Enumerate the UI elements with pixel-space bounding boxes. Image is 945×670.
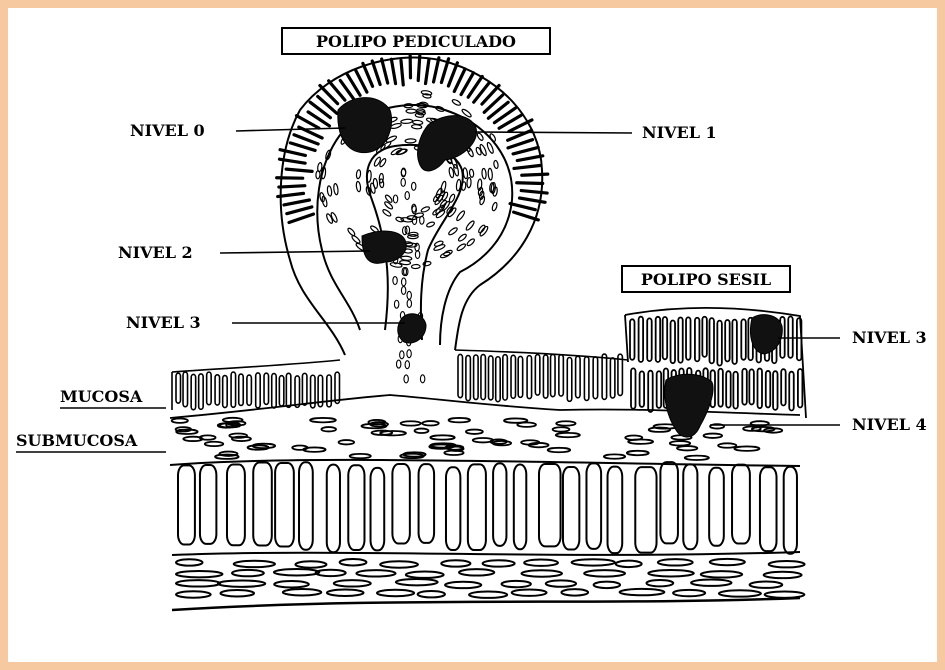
tumor-nivel-0 bbox=[338, 98, 392, 153]
polyp-diagram: POLIPO PEDICULADO POLIPO SESIL NIVEL 0 N… bbox=[8, 8, 937, 662]
label-nivel-1: NIVEL 1 bbox=[642, 123, 717, 142]
label-nivel-3-sessile: NIVEL 3 bbox=[852, 328, 927, 347]
title-pedunculated-box: POLIPO PEDICULADO bbox=[282, 28, 550, 54]
label-submucosa: SUBMUCOSA bbox=[16, 431, 138, 450]
tumor-nivel-1 bbox=[418, 116, 477, 171]
flat-mucosa bbox=[172, 350, 628, 410]
tumor-nivel-3-sessile bbox=[751, 315, 783, 354]
title-sessile: POLIPO SESIL bbox=[641, 270, 771, 289]
label-nivel-3-pedunculated: NIVEL 3 bbox=[126, 313, 201, 332]
label-mucosa: MUCOSA bbox=[60, 387, 143, 406]
diagram-canvas: POLIPO PEDICULADO POLIPO SESIL NIVEL 0 N… bbox=[8, 8, 937, 662]
leader-nivel-1 bbox=[475, 132, 632, 133]
label-nivel-0: NIVEL 0 bbox=[130, 121, 205, 140]
title-sessile-box: POLIPO SESIL bbox=[622, 266, 790, 292]
title-pedunculated: POLIPO PEDICULADO bbox=[316, 32, 516, 51]
label-nivel-4: NIVEL 4 bbox=[852, 415, 927, 434]
muscle-layer bbox=[170, 460, 805, 610]
tumor-nivel-2 bbox=[362, 231, 406, 263]
label-nivel-2: NIVEL 2 bbox=[118, 243, 193, 262]
leader-nivel-2 bbox=[220, 251, 370, 253]
